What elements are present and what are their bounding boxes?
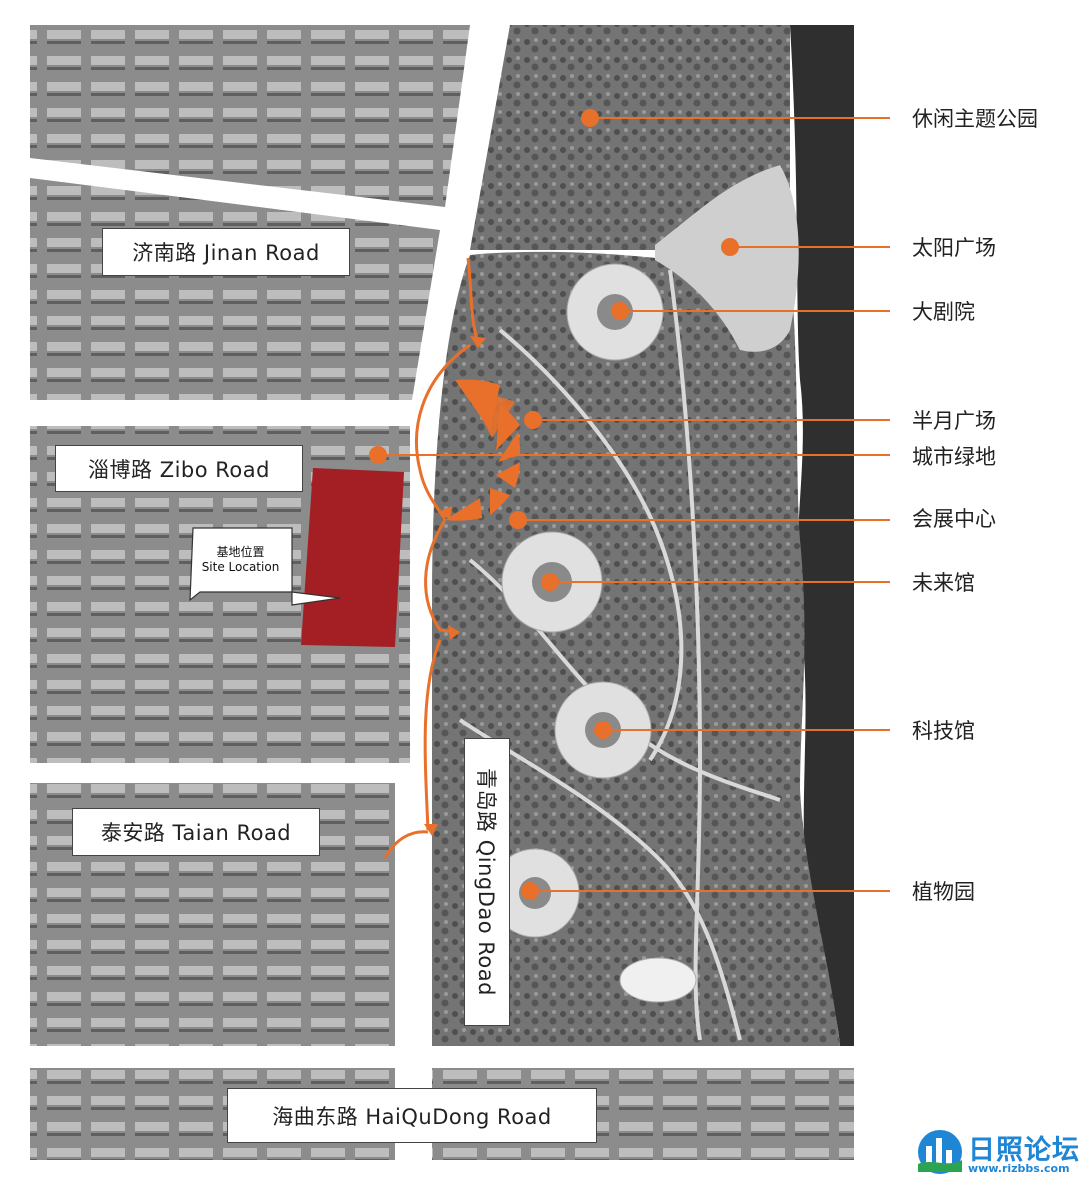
callout-leisure-park: 休闲主题公园 [912, 107, 1038, 131]
logo-url: www.rizbbs.com [968, 1162, 1070, 1175]
callout-expo-center: 会展中心 [912, 507, 996, 531]
park-area [432, 251, 840, 1046]
site-location-block [301, 468, 404, 647]
callout-urban-green: 城市绿地 [912, 445, 996, 469]
logo-mark [918, 1130, 962, 1174]
callout-grand-theater: 大剧院 [912, 300, 975, 324]
callout-dots [369, 109, 739, 900]
callout-botanical-garden: 植物园 [912, 880, 975, 904]
callout-future-hall: 未来馆 [912, 571, 975, 595]
site-callout-bubble [189, 527, 341, 606]
site-location-label-en: Site Location [201, 560, 280, 574]
road-label-taian: 泰安路 Taian Road [72, 808, 320, 856]
callout-science-hall: 科技馆 [912, 719, 975, 743]
callout-halfmoon-plaza: 半月广场 [912, 409, 996, 433]
fan-buildings [490, 263, 697, 1003]
sea-area [790, 25, 854, 1046]
road-label-haiqudong: 海曲东路 HaiQuDong Road [227, 1088, 597, 1143]
road-label-zibo: 淄博路 Zibo Road [55, 445, 303, 492]
callout-lines [378, 117, 890, 892]
arrow-heads [424, 336, 486, 836]
logo-name: 日照论坛 [968, 1135, 1080, 1166]
road-label-qingdao: 青岛路 QingDao Road [464, 738, 510, 1026]
halfmoon-plaza-fan [445, 379, 521, 521]
road-label-qingdao-text: 青岛路 QingDao Road [474, 768, 498, 996]
site-location-label-cn: 基地位置 [216, 545, 265, 559]
sun-plaza-shape [655, 165, 799, 352]
callout-sun-plaza: 太阳广场 [912, 236, 996, 260]
road-label-jinan: 济南路 Jinan Road [102, 228, 350, 276]
site-location-label: 基地位置 Site Location [193, 530, 288, 590]
north-park-area [470, 25, 790, 255]
